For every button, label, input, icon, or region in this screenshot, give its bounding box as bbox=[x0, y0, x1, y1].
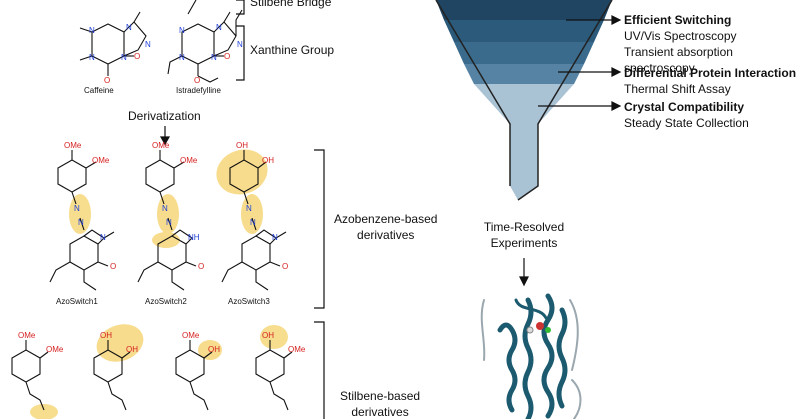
azo2-ome-right: OMe bbox=[180, 156, 198, 165]
stil3-oh-right: OH bbox=[208, 345, 220, 354]
funnel-stage-2-sub1: Thermal Shift Assay bbox=[624, 82, 731, 96]
azo1-ome-top: OMe bbox=[64, 141, 82, 150]
azo3-oh-right: OH bbox=[262, 156, 274, 165]
stil4-oh-top: OH bbox=[262, 331, 274, 340]
stilbene-group-label: Stilbene-based derivatives bbox=[340, 388, 420, 420]
funnel-stage-1-sub2: Transient absorption spectroscopy bbox=[624, 45, 733, 75]
screening-funnel bbox=[435, 0, 613, 201]
azo1-n7: N bbox=[100, 233, 106, 242]
azo2-o: O bbox=[198, 262, 204, 271]
azo-switch2-caption: AzoSwitch2 bbox=[145, 297, 187, 306]
funnel-stage-3-title: Crystal Compatibility bbox=[624, 100, 745, 114]
funnel-stage-2-title: Differential Protein Interaction bbox=[624, 66, 797, 80]
istradefylline-structure bbox=[167, 0, 243, 83]
caffeine-n9: N bbox=[145, 40, 151, 49]
istra-n9: N bbox=[237, 40, 243, 49]
caffeine-o2: O bbox=[104, 76, 110, 85]
stil2-oh-top: OH bbox=[100, 331, 112, 340]
azo3-o: O bbox=[282, 262, 288, 271]
azo1-n1: N bbox=[74, 204, 80, 213]
azo-switch3-caption: AzoSwitch3 bbox=[228, 297, 270, 306]
time-resolved-line1: Time-Resolved bbox=[483, 220, 565, 234]
istra-n7: N bbox=[216, 23, 222, 32]
istradefylline-caption: Istradefylline bbox=[176, 86, 221, 95]
azo1-n2: N bbox=[78, 218, 84, 227]
funnel-stage-1: Efficient Switching UV/Vis Spectroscopy … bbox=[624, 12, 800, 76]
stilbene-bridge-label: Stilbene Bridge bbox=[250, 0, 332, 9]
derivatization-label: Derivatization bbox=[128, 109, 201, 123]
stil2-oh-right: OH bbox=[126, 345, 138, 354]
funnel-arrows bbox=[538, 15, 622, 111]
caffeine-n1: N bbox=[89, 53, 95, 62]
funnel-stage-3: Crystal Compatibility Steady State Colle… bbox=[624, 99, 749, 131]
istra-o2: O bbox=[194, 76, 200, 85]
istra-n1b: N bbox=[211, 53, 217, 62]
istra-n1: N bbox=[179, 53, 185, 62]
stilbene-group-line1: Stilbene-based bbox=[340, 389, 421, 403]
azo2-ome-top: OMe bbox=[152, 141, 170, 150]
caffeine-n1b: N bbox=[121, 53, 127, 62]
funnel-stage-3-sub1: Steady State Collection bbox=[624, 116, 749, 130]
caffeine-n7: N bbox=[126, 23, 132, 32]
istra-n3: N bbox=[179, 26, 185, 35]
azo3-oh-top: OH bbox=[236, 141, 248, 150]
derivatization-arrow bbox=[159, 126, 171, 146]
stil4-ome-right: OMe bbox=[288, 345, 306, 354]
atom-labels: N N N N N O O N N N N N O O OMe OMe N N … bbox=[18, 23, 306, 354]
azo2-n2: N bbox=[166, 218, 172, 227]
stilbene-bracket bbox=[314, 321, 325, 419]
azobenzene-group-line2: derivatives bbox=[357, 228, 415, 242]
funnel-stage-1-title: Efficient Switching bbox=[624, 13, 732, 27]
stil3-ome-top: OMe bbox=[182, 331, 200, 340]
caffeine-structure bbox=[79, 11, 147, 76]
azo1-ome-right: OMe bbox=[92, 156, 110, 165]
azo-switch2-structure bbox=[137, 150, 197, 291]
azo3-n1: N bbox=[246, 204, 252, 213]
azobenzene-group-line1: Azobenzene-based bbox=[334, 212, 438, 226]
funnel-stage-1-sub1: UV/Vis Spectroscopy bbox=[624, 29, 737, 43]
azo-bracket bbox=[314, 149, 325, 309]
stilbene-group-line2: derivatives bbox=[351, 405, 409, 419]
azo2-nh: NH bbox=[188, 233, 200, 242]
stil1-ome-right: OMe bbox=[46, 345, 64, 354]
azo3-n7: N bbox=[272, 233, 278, 242]
time-resolved-arrow bbox=[519, 258, 529, 287]
time-resolved-line2: Experiments bbox=[490, 236, 558, 250]
istra-o6: O bbox=[224, 52, 230, 61]
protein-structure bbox=[480, 293, 582, 419]
azo2-n1: N bbox=[162, 204, 168, 213]
azo-switch1-caption: AzoSwitch1 bbox=[56, 297, 98, 306]
azobenzene-group-label: Azobenzene-based derivatives bbox=[334, 211, 437, 243]
caffeine-n3: N bbox=[89, 26, 95, 35]
azo-switch1-structure bbox=[49, 150, 115, 291]
azo-highlights bbox=[69, 149, 268, 248]
time-resolved-label: Time-Resolved Experiments bbox=[474, 219, 574, 251]
azo-switch3-structure bbox=[221, 150, 287, 291]
caffeine-caption: Caffeine bbox=[84, 86, 114, 95]
azo3-n2: N bbox=[250, 218, 256, 227]
azo1-o: O bbox=[110, 262, 116, 271]
funnel-stage-2: Differential Protein Interaction Thermal… bbox=[624, 65, 796, 97]
top-brackets bbox=[236, 0, 245, 81]
xanthine-group-label: Xanthine Group bbox=[250, 43, 335, 57]
stil1-ome-top: OMe bbox=[18, 331, 36, 340]
stilbene-structures bbox=[11, 340, 293, 411]
stilbene-highlights bbox=[30, 324, 288, 419]
caffeine-o6: O bbox=[134, 52, 140, 61]
